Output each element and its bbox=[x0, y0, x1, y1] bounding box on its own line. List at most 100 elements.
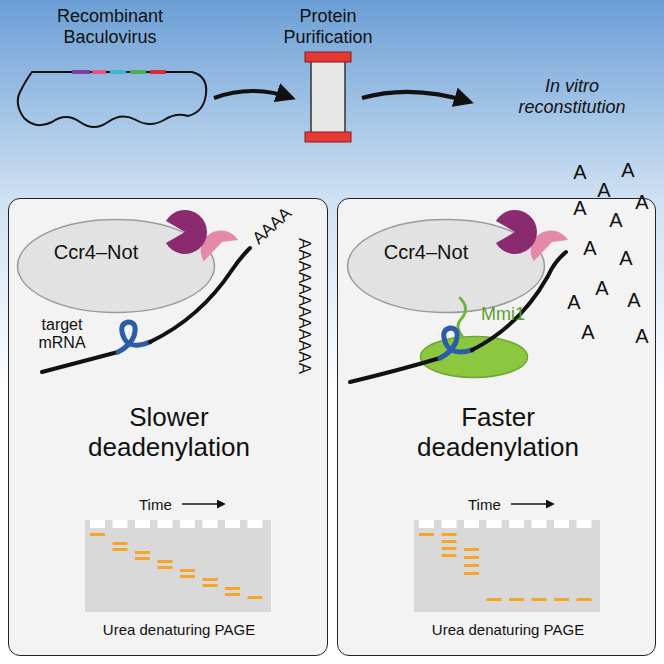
gel-well bbox=[90, 520, 105, 528]
gel-band bbox=[135, 557, 150, 560]
result-panel: Slower deadenylation Ccr4–NotTimeUrea den… bbox=[8, 198, 328, 656]
node-label: Urea denaturing PAGE bbox=[103, 621, 255, 638]
text-slot: Mmi1 bbox=[481, 304, 537, 325]
poly-a-letters: A bbox=[581, 321, 594, 344]
gel-band bbox=[464, 572, 479, 575]
text-slot: A bbox=[635, 191, 648, 214]
gel-band bbox=[509, 598, 524, 601]
nuclease-subunit bbox=[166, 210, 207, 254]
gel-band bbox=[464, 564, 479, 567]
poly-a-letters: AAAAAAAAAAAA bbox=[294, 238, 314, 374]
gel-well bbox=[442, 520, 457, 528]
gel-band bbox=[158, 566, 173, 569]
ellipse-outline bbox=[16, 218, 216, 314]
gel-band bbox=[225, 593, 240, 596]
time-arrow bbox=[511, 503, 553, 505]
gel-well bbox=[577, 520, 592, 528]
complex-ellipse: Ccr4–Not bbox=[346, 218, 546, 314]
poly-a-letters: A bbox=[583, 237, 596, 260]
text-slot: A bbox=[581, 321, 594, 344]
nuclease-subunit bbox=[531, 230, 568, 261]
gene-cassettes bbox=[72, 70, 166, 74]
gel-band bbox=[464, 548, 479, 551]
result-panel: Faster deadenylation Ccr4–NotMmi1TimeUrea… bbox=[337, 198, 656, 656]
time-arrow bbox=[182, 503, 224, 505]
poly-a-letters: A bbox=[567, 291, 580, 314]
panel-heading: Faster deadenylation bbox=[388, 403, 608, 463]
text-slot: Urea denaturing PAGE bbox=[81, 621, 277, 639]
gel-band bbox=[158, 560, 173, 563]
gel-band bbox=[180, 575, 195, 578]
gel-well bbox=[203, 520, 218, 528]
text-slot: A bbox=[573, 161, 586, 184]
text-slot: AAAAAAAAAAAA bbox=[294, 238, 314, 374]
complex-ellipse: Ccr4–Not bbox=[16, 218, 216, 314]
gel-band bbox=[113, 548, 128, 551]
gel-well bbox=[135, 520, 150, 528]
ellipse-fill bbox=[348, 220, 545, 313]
node-label: Ccr4–Not bbox=[384, 241, 468, 264]
gel-well bbox=[509, 520, 524, 528]
poly-a-letters: A bbox=[635, 325, 648, 348]
gel-band bbox=[532, 598, 547, 601]
column-cap bbox=[305, 132, 351, 142]
gel-slab bbox=[414, 520, 600, 612]
gel-band bbox=[442, 554, 457, 557]
ellipse-outline bbox=[346, 218, 546, 314]
gel-well bbox=[419, 520, 434, 528]
text-slot: Time bbox=[139, 496, 183, 514]
poly-a-letters: A bbox=[609, 209, 622, 232]
baculovirus-genome bbox=[18, 72, 206, 127]
node-label: Ccr4–Not bbox=[54, 241, 138, 264]
text-slot: Faster deadenylation bbox=[388, 403, 608, 463]
text-slot: Ccr4–Not bbox=[371, 241, 481, 264]
caption-label: In vitro reconstitution bbox=[502, 76, 642, 117]
ellipse-fill bbox=[18, 220, 215, 313]
text-slot: A bbox=[635, 325, 648, 348]
gel-well bbox=[113, 520, 128, 528]
text-slot: In vitro reconstitution bbox=[502, 76, 642, 117]
text-slot: A bbox=[597, 179, 610, 202]
mrna-motif bbox=[118, 322, 150, 352]
process-arrow bbox=[214, 91, 292, 98]
gel-figure: TimeUrea denaturing PAGE bbox=[81, 495, 277, 645]
poly-a-letters: A bbox=[573, 161, 586, 184]
poly-a-letters: A bbox=[573, 197, 586, 220]
protein-ellipse: Mmi1 bbox=[419, 335, 529, 379]
gel-band bbox=[90, 533, 105, 536]
mrna-strand bbox=[350, 358, 440, 382]
gel-image bbox=[85, 520, 600, 612]
mrna-strand bbox=[472, 252, 566, 350]
column-cap bbox=[305, 52, 351, 62]
caption-label: target mRNA bbox=[26, 316, 98, 353]
gel-band bbox=[225, 587, 240, 590]
node-label: Time bbox=[468, 496, 501, 513]
poly-a-letters: A bbox=[627, 289, 640, 312]
gel-band bbox=[442, 547, 457, 550]
gel-band bbox=[113, 542, 128, 545]
gel-band bbox=[419, 533, 434, 536]
gel-band bbox=[442, 533, 457, 536]
gel-figure: TimeUrea denaturing PAGE bbox=[410, 495, 606, 645]
gel-band bbox=[464, 556, 479, 559]
text-slot: A bbox=[609, 209, 622, 232]
gel-well bbox=[554, 520, 569, 528]
gel-well bbox=[180, 520, 195, 528]
gel-band bbox=[203, 584, 218, 587]
ellipse-outline bbox=[419, 335, 529, 379]
gel-band bbox=[248, 596, 263, 599]
column-body bbox=[311, 60, 345, 134]
text-slot: target mRNA bbox=[26, 316, 98, 353]
text-slot: Protein Purification bbox=[263, 6, 393, 47]
gel-well bbox=[464, 520, 479, 528]
nuclease-subunit bbox=[496, 210, 537, 254]
mrna-strand bbox=[42, 352, 118, 372]
panel-heading: Slower deadenylation bbox=[59, 403, 279, 463]
poly-a-letters: A bbox=[597, 179, 610, 202]
text-slot: Ccr4–Not bbox=[41, 241, 151, 264]
nuclease-subunit bbox=[201, 230, 238, 261]
text-slot: A bbox=[621, 159, 634, 182]
gel-well bbox=[248, 520, 263, 528]
